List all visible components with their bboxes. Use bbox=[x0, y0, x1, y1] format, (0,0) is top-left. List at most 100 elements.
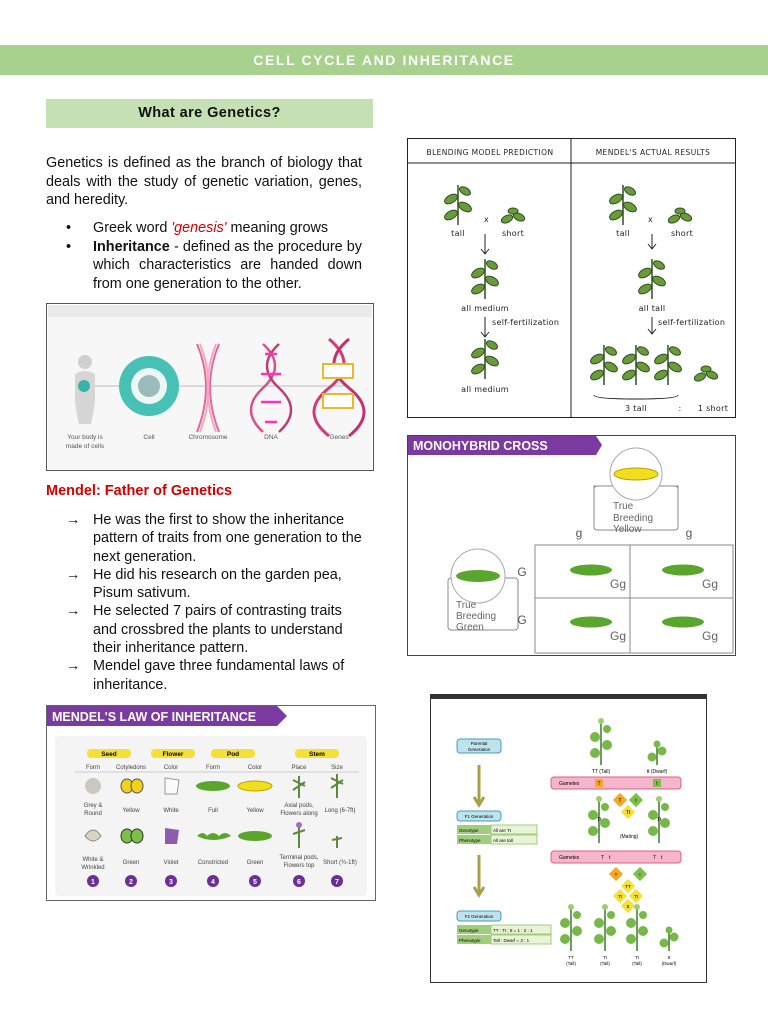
one-short-label: 1 short bbox=[698, 404, 728, 413]
label-genes: Genes bbox=[329, 434, 349, 441]
r1-place: Axial pods, bbox=[284, 803, 314, 809]
bullet-inheritance: Inheritance - defined as the procedure b… bbox=[66, 238, 362, 294]
r1-form-2: Round bbox=[84, 811, 102, 817]
monohybrid-punnett-square: MONOHYBRID CROSS True Breeding Yellow g … bbox=[408, 436, 734, 654]
cell-gg: Gg bbox=[702, 577, 718, 591]
genes-icon bbox=[312, 337, 366, 438]
trait-number-3: 3 bbox=[169, 879, 173, 886]
down-arrow-icon bbox=[647, 234, 657, 250]
f2-phenotype-value: Tall : Dwarf = 3 : 1 bbox=[493, 938, 530, 943]
tall-label-2: tall bbox=[616, 229, 630, 238]
diamond-T: T bbox=[618, 798, 621, 804]
label-cell: Cell bbox=[143, 434, 155, 441]
r1-pod-color: Yellow bbox=[246, 808, 264, 814]
left-parent-2: Breeding bbox=[456, 611, 496, 622]
r2-pod-color: Green bbox=[247, 860, 264, 866]
yellow-pod-icon bbox=[237, 780, 273, 792]
f1-right-tt: Tt bbox=[657, 817, 662, 823]
terminal-pods-icon bbox=[292, 826, 306, 848]
tall-plant-icon bbox=[607, 184, 639, 226]
tall-plant-icon bbox=[636, 258, 668, 300]
generations-figure: Parental Generation TT (Tall) tt (Dwarf)… bbox=[430, 694, 707, 983]
monohybrid-title: MONOHYBRID CROSS bbox=[413, 439, 548, 453]
f2-plant-3: Tt bbox=[635, 955, 640, 960]
law-of-inheritance-figure: MENDEL'S LAW OF INHERITANCE Seed Flower … bbox=[46, 705, 376, 901]
f1-phenotype: Phenotype bbox=[459, 838, 481, 843]
grey-round-seed-icon bbox=[85, 778, 101, 794]
label-chromosome: Chromosome bbox=[188, 434, 227, 441]
f1-left-tt: Tt bbox=[597, 817, 602, 823]
arrow-icon: → bbox=[66, 658, 81, 675]
f2-plant-2-sub: (Tall) bbox=[600, 961, 610, 966]
label-body-2: made of cells bbox=[66, 443, 105, 450]
top-parent-1: True bbox=[613, 501, 634, 512]
gamete-T: T bbox=[597, 781, 600, 787]
group-stem: Stem bbox=[309, 751, 325, 758]
genetics-definition: Genetics is defined as the branch of bio… bbox=[46, 155, 362, 208]
d2-T: T bbox=[615, 872, 618, 877]
f2-label: F2 Generation bbox=[465, 914, 494, 919]
generations-illustration: Parental Generation TT (Tall) tt (Dwarf)… bbox=[431, 695, 706, 966]
mendel-point: →He did his research on the garden pea, … bbox=[66, 566, 342, 602]
r2-place-2: Flowers top bbox=[283, 863, 315, 869]
f2-plant-1-sub: (Tall) bbox=[566, 961, 576, 966]
page-banner: CELL CYCLE AND INHERITANCE bbox=[0, 45, 768, 75]
gamete-G-left-2: G bbox=[517, 613, 526, 627]
bullet-genesis: Greek word 'genesis' meaning grows bbox=[66, 219, 362, 238]
violet-flower-icon bbox=[165, 828, 179, 844]
long-stem-icon bbox=[330, 774, 344, 798]
f2-pea-plant-icon bbox=[559, 903, 583, 952]
tall-plant-icon bbox=[620, 344, 652, 386]
axial-pods-icon bbox=[292, 776, 306, 798]
f2-genotype: Genotype bbox=[459, 928, 479, 933]
arrow-icon: → bbox=[66, 512, 81, 528]
r2-form-2: Wrinkled bbox=[81, 865, 104, 871]
trait-number-5: 5 bbox=[253, 879, 257, 886]
gamete-t: t bbox=[656, 781, 658, 787]
top-parent-3: Yellow bbox=[613, 524, 642, 535]
short-plant-icon bbox=[499, 207, 527, 226]
mendel-point: →Mendel gave three fundamental laws of i… bbox=[66, 658, 345, 693]
r1-color: White bbox=[163, 808, 179, 814]
all-tall-label: all tall bbox=[639, 304, 666, 313]
three-tall-label: 3 tall bbox=[625, 404, 647, 413]
cell-to-genes-figure: Your body is made of cells Cell Chromoso… bbox=[46, 303, 374, 471]
cell-to-genes-illustration: Your body is made of cells Cell Chromoso… bbox=[48, 305, 372, 469]
mendel-points: →He was the first to show the inheritanc… bbox=[66, 511, 366, 694]
d2-t: t bbox=[639, 872, 641, 877]
r2-place: Terminal pods, bbox=[279, 855, 318, 861]
trait-number-4: 4 bbox=[211, 879, 215, 886]
tall-pea-plant-icon bbox=[589, 717, 613, 766]
gametes-label-2: Gametes bbox=[559, 855, 580, 861]
down-arrow-icon bbox=[472, 855, 486, 898]
r2-color: Violet bbox=[164, 860, 179, 866]
down-arrow-icon bbox=[647, 317, 657, 335]
green-pod-icon bbox=[238, 831, 272, 841]
mating-label: (Mating) bbox=[620, 834, 639, 840]
mendel-point: →He selected 7 pairs of contrasting trai… bbox=[66, 603, 343, 657]
white-flower-icon bbox=[164, 777, 180, 795]
all-medium-label: all medium bbox=[461, 304, 509, 313]
gamete-g-top-1: g bbox=[576, 526, 583, 540]
gamete-G-left-1: G bbox=[517, 565, 526, 579]
f2-plant-1: TT bbox=[568, 955, 574, 960]
section-title: What are Genetics? bbox=[46, 99, 373, 128]
f1-gametes-left: T bbox=[601, 855, 604, 861]
d2-Tt-2: Tt bbox=[634, 894, 639, 899]
trait-number-6: 6 bbox=[297, 879, 301, 886]
cell-icon bbox=[119, 356, 179, 416]
r1-cotyledons: Yellow bbox=[122, 808, 140, 814]
ratio-colon: : bbox=[679, 404, 682, 413]
label-dna: DNA bbox=[264, 434, 278, 441]
medium-plant-icon bbox=[469, 338, 501, 380]
f2-pea-plant-icon bbox=[593, 903, 617, 952]
blending-model-figure: BLENDING MODEL PREDICTION MENDEL'S ACTUA… bbox=[407, 138, 736, 418]
tt-dwarf-label: tt (Dwarf) bbox=[647, 769, 668, 775]
self-fert-label: self-fertilization bbox=[492, 318, 559, 327]
f2-plant-4-sub: (Dwarf) bbox=[662, 961, 677, 966]
f2-plant-3-sub: (Tall) bbox=[632, 961, 642, 966]
r2-pod-form: Constricted bbox=[198, 860, 228, 866]
tt-tall-label: TT (Tall) bbox=[592, 769, 611, 775]
tall-plant-icon bbox=[442, 184, 474, 226]
offspring-pod-icon bbox=[570, 564, 612, 576]
